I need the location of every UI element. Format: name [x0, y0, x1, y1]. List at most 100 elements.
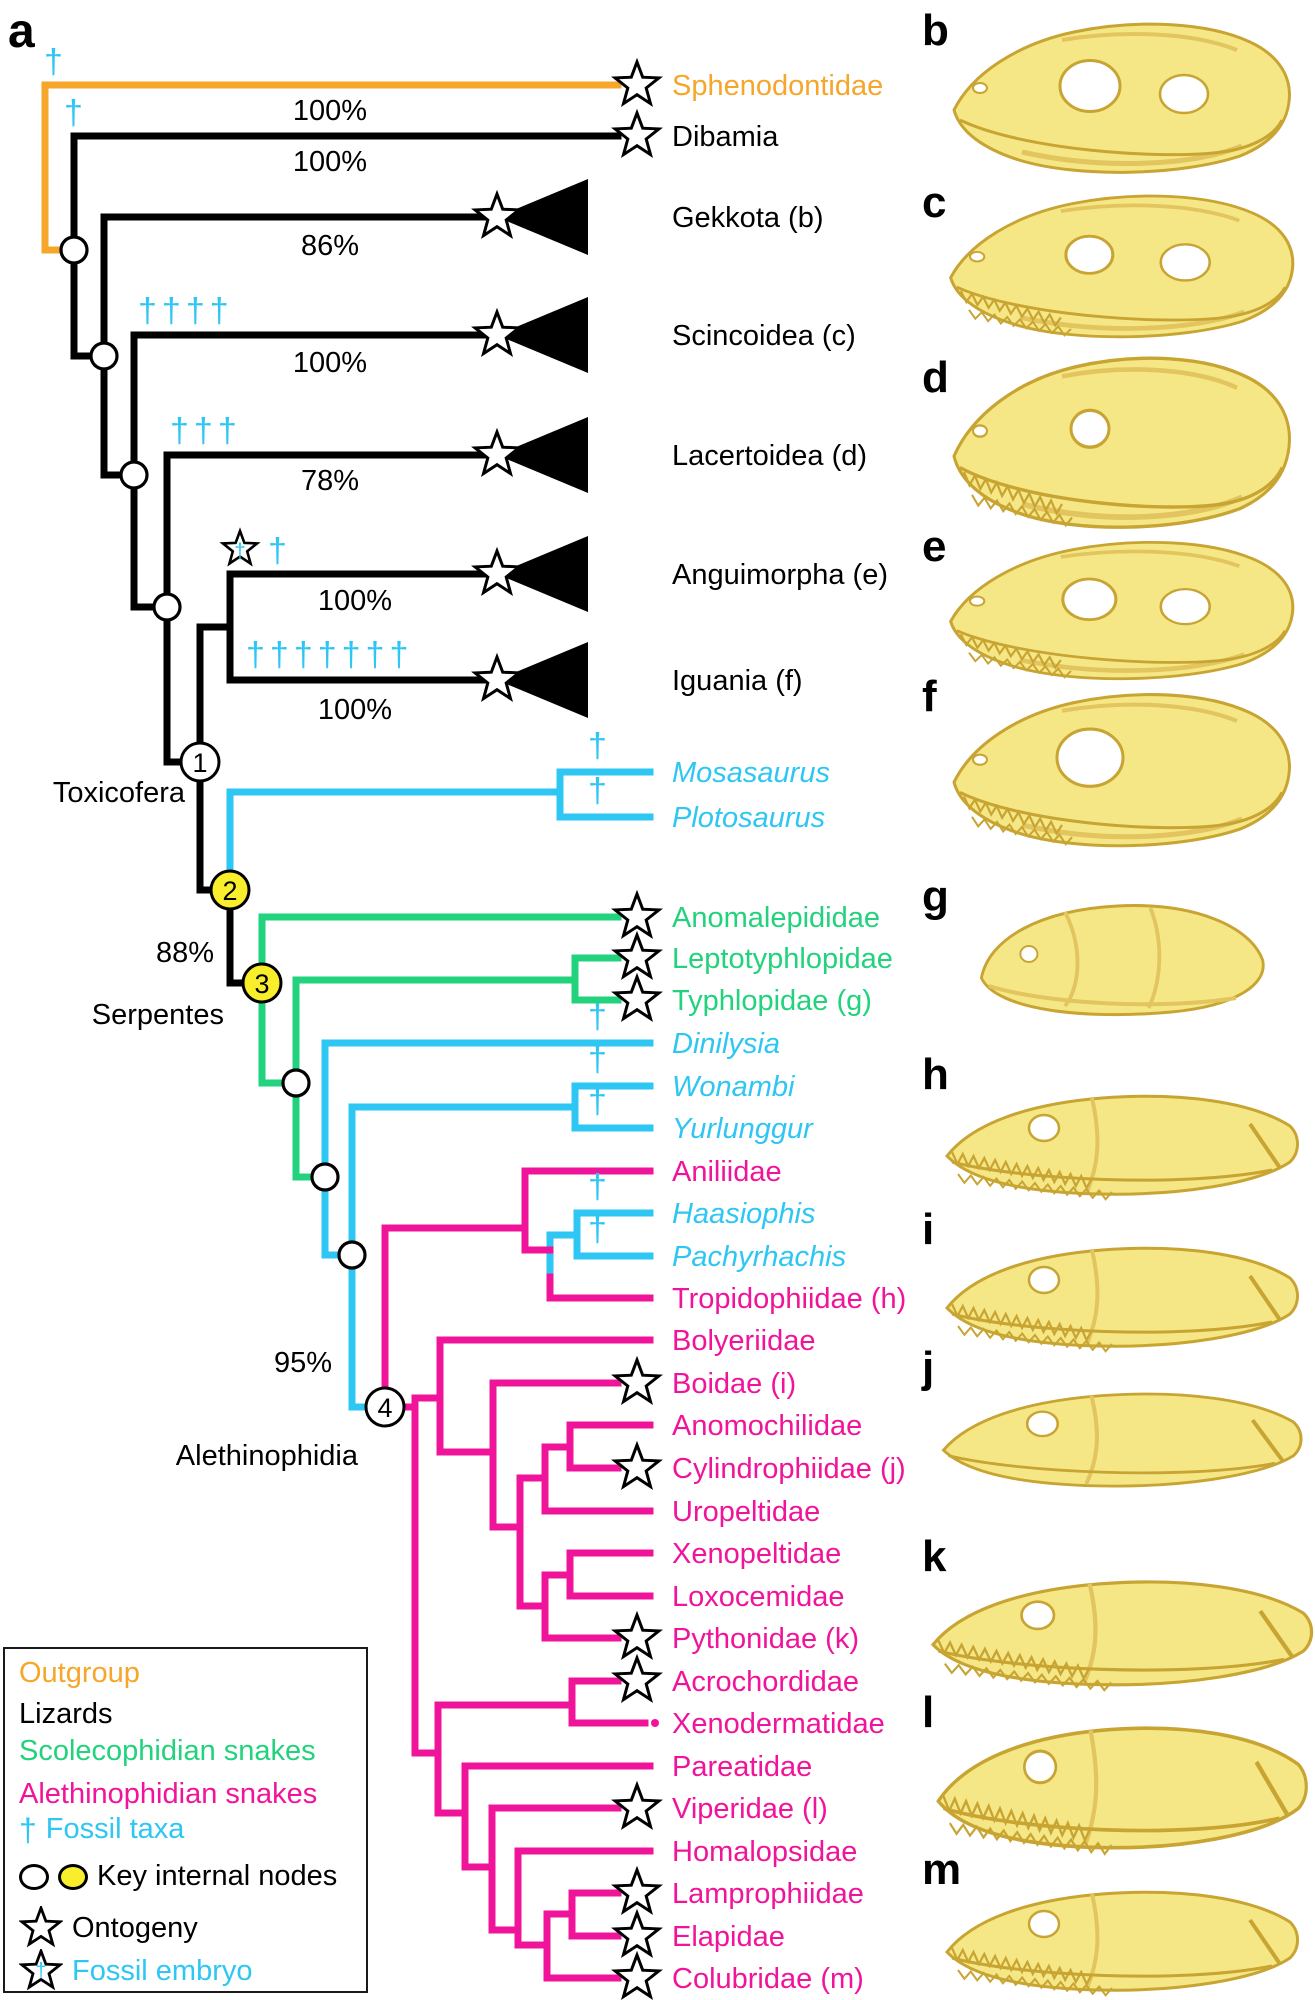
orbit [1027, 1113, 1061, 1143]
braincase-shade [1084, 1395, 1099, 1485]
skull-image-g [979, 904, 1265, 1017]
dagger-icon: † [234, 540, 246, 563]
support-label: 100% [293, 347, 367, 379]
ontogeny-star-icon [471, 546, 523, 597]
teeth-upper [963, 795, 1063, 836]
braincase-shade [1085, 1249, 1100, 1345]
taxon-label-anguimorpha-e: Anguimorpha (e) [672, 559, 888, 591]
support-label: 100% [293, 146, 367, 178]
yellow-node-icon [58, 1863, 88, 1890]
legend-item-fossil-taxa: † Fossil taxa [19, 1813, 184, 1846]
ontogeny-star-icon [611, 889, 663, 940]
star [219, 527, 261, 567]
teeth-upper [937, 1639, 1091, 1681]
tip-dinilysia: †Dinilysia [321, 998, 780, 1060]
taxon-label-wonambi: Wonambi [672, 1071, 796, 1103]
tip-pareatidae: Pareatidae [461, 1751, 812, 1783]
tip-bolyeriidae: Bolyeriidae [436, 1325, 815, 1357]
tip-aniliidae: Aniliidae [521, 1156, 782, 1188]
teeth-lower [957, 1173, 1113, 1201]
skull-image-f [952, 693, 1291, 848]
jaw-line [951, 1312, 1273, 1334]
fossil-dagger-icon: † [588, 998, 612, 1036]
internal-node [152, 592, 182, 622]
ontogeny-star-icon [611, 1865, 663, 1916]
tip-viperidae-l: Viperidae (l) [488, 1780, 828, 1831]
tip-loxocemidae: Loxocemidae [566, 1581, 845, 1613]
taxon-label-yurlunggur: Yurlunggur [672, 1113, 814, 1145]
orbit [1025, 1410, 1060, 1438]
internal-node [89, 341, 119, 371]
node-number: 1 [192, 748, 207, 778]
skull-letter-f: f [922, 672, 937, 721]
tip-lamprophiidae: Lamprophiidae [568, 1865, 864, 1916]
ontogeny-star-icon [611, 1355, 663, 1406]
teeth-upper [959, 633, 1062, 670]
tip-leptotyphlopidae: Leptotyphlopidae [571, 930, 893, 981]
jaw-line [956, 629, 1287, 664]
tip-sphenodontidae: †Sphenodontidae [41, 43, 883, 108]
orbit [1055, 727, 1125, 788]
taxon-label-viperidae-l: Viperidae (l) [672, 1793, 828, 1825]
tip-lacertoidea-d: †††Lacertoidea (d) [163, 412, 867, 478]
skull-image-e [949, 541, 1295, 681]
teeth-upper [959, 290, 1062, 328]
clade-label-toxicofera: Toxicofera [53, 777, 186, 809]
taxon-label-leptotyphlopidae: Leptotyphlopidae [672, 943, 893, 975]
clade-triangle-scincoidea-c [497, 297, 588, 373]
teeth-upper [950, 1151, 1093, 1191]
white-node-icon [19, 1863, 49, 1890]
orbit [1023, 1749, 1058, 1785]
node-circle [119, 460, 149, 490]
dome-shade [1061, 702, 1238, 723]
skull-image-d [952, 356, 1291, 529]
tip-pachyrhachis: †Pachyrhachis [573, 1211, 846, 1273]
suture-2 [1146, 907, 1162, 1009]
clade-label-serpentes: Serpentes [92, 999, 224, 1031]
taxon-label-haasiophis: Haasiophis [672, 1198, 815, 1230]
braincase-shade [1082, 1583, 1098, 1684]
teeth-upper [950, 1303, 1093, 1343]
legend-label: Outgroup [19, 1657, 140, 1689]
teeth-lower [971, 816, 1073, 846]
temporal-fenestra [1158, 73, 1210, 115]
taxon-label-lacertoidea-d: Lacertoidea (d) [672, 440, 867, 472]
legend-item-alethinophidian: Alethinophidian snakes [19, 1778, 317, 1811]
teeth-upper [950, 1947, 1093, 1987]
legend-item-fossil-embryo: † Fossil embryo [19, 1949, 253, 1993]
ontogeny-star-icon [611, 1908, 663, 1959]
key-node-4: 4 [364, 1386, 406, 1428]
jaw-line [951, 1956, 1273, 1978]
taxon-label-anomochilidae: Anomochilidae [672, 1410, 862, 1442]
branch-dot [651, 1719, 659, 1727]
tip-anomochilidae: Anomochilidae [566, 1410, 862, 1442]
key-node-1: 1 [179, 741, 221, 783]
tip-xenodermatidae: Xenodermatidae [568, 1708, 885, 1740]
node-circle [241, 962, 283, 1004]
skull-letter-e: e [922, 522, 946, 571]
taxon-label-sphenodontidae: Sphenodontidae [672, 70, 883, 102]
dome-shade [1060, 549, 1241, 568]
tip-boidae-i: Boidae (i) [489, 1355, 796, 1406]
ontogeny-star-icon [611, 1950, 663, 2000]
braincase-shade [1085, 1097, 1100, 1193]
cranium [979, 904, 1265, 1017]
jaw-line [951, 1160, 1273, 1182]
ontogeny-star-icon [611, 930, 663, 981]
taxon-label-boidae-i: Boidae (i) [672, 1368, 796, 1400]
dome-shade [1061, 32, 1238, 52]
fossil-dagger-icon: † [588, 772, 612, 810]
quadrate [1248, 1122, 1282, 1170]
temporal-fenestra [1159, 588, 1211, 626]
ontogeny-star-icon [611, 972, 663, 1023]
clade-label-alethinophidia: Alethinophidia [176, 1440, 359, 1472]
naris [969, 250, 986, 263]
taxon-label-uropeltidae: Uropeltidae [672, 1496, 820, 1528]
cranium [952, 693, 1291, 848]
node-circle [152, 592, 182, 622]
tip-anguimorpha-e: † Anguimorpha (e) [226, 532, 888, 597]
legend-item-scolecophidian: Scolecophidian snakes [19, 1735, 316, 1768]
node-circle [179, 741, 221, 783]
taxon-label-plotosaurus: Plotosaurus [672, 802, 825, 834]
taxon-label-pareatidae: Pareatidae [672, 1751, 812, 1783]
